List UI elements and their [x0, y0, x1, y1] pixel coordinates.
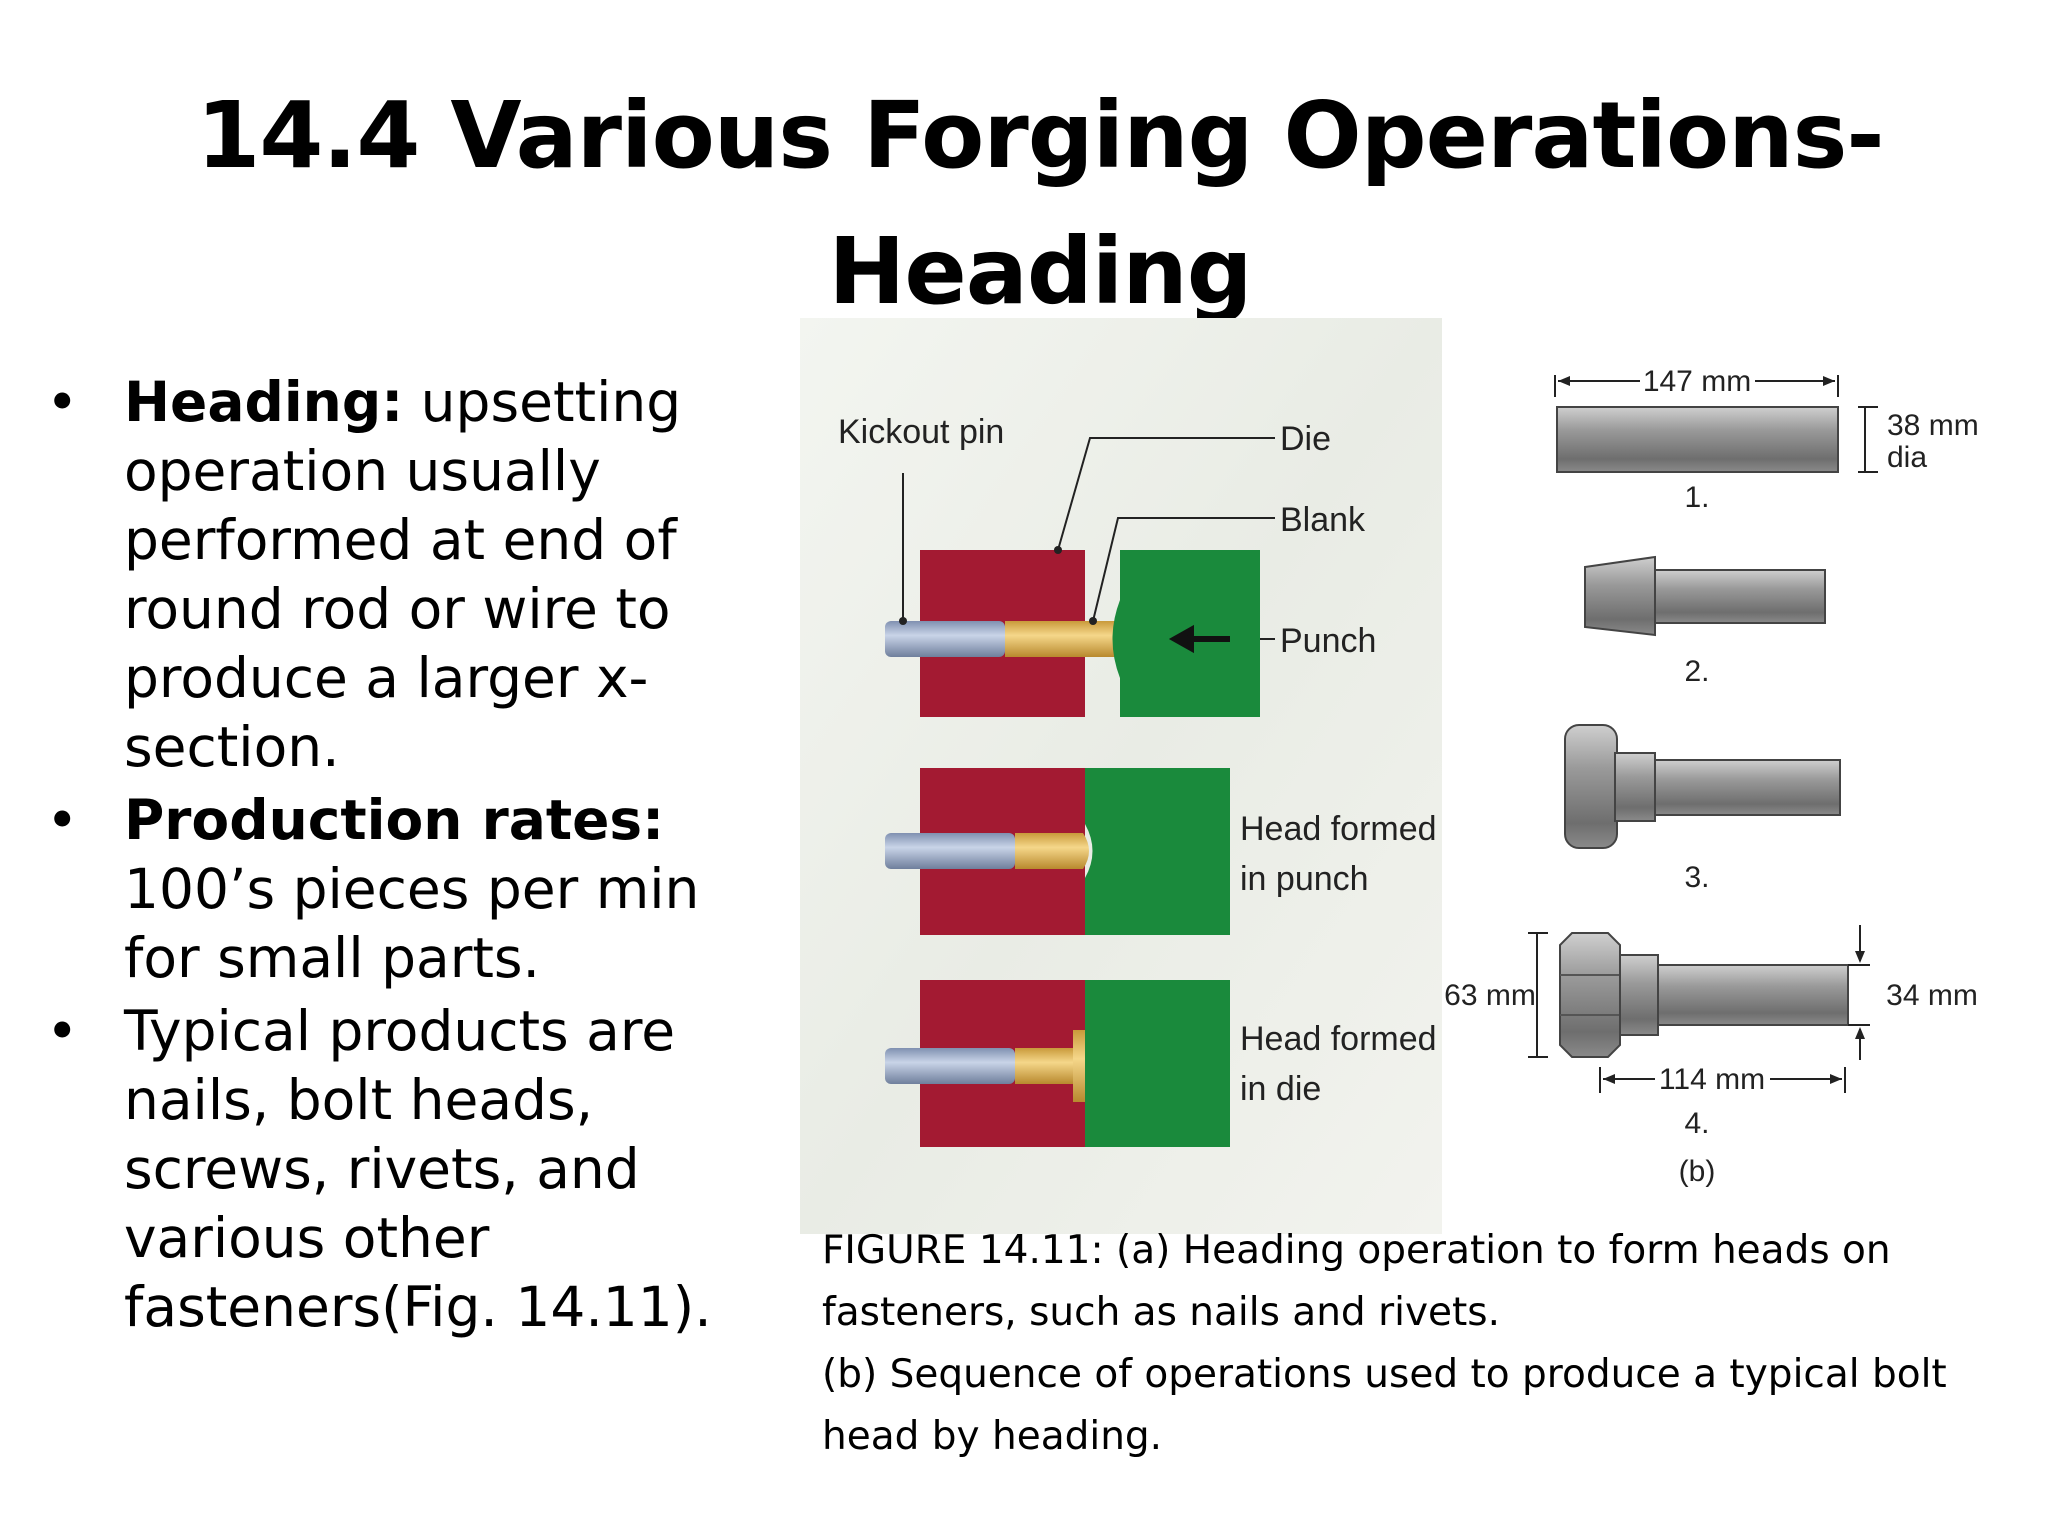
label-blank: Blank — [1280, 501, 1366, 539]
shoulder — [1614, 752, 1656, 822]
figure-caption: FIGURE 14.11: (a) Heading operation to f… — [822, 1220, 2022, 1468]
figure-b-bolt-sequence: 147 mm 38 mm dia 1. 2. 3. 63 mm — [1444, 365, 1979, 1188]
shoulder — [1619, 954, 1659, 1036]
shank — [1657, 964, 1849, 1026]
dim-dia-label: dia — [1887, 441, 1927, 474]
leader-dot — [1089, 617, 1097, 625]
slide-title-line-2: Heading — [828, 218, 1252, 325]
rod — [1584, 555, 1656, 637]
figure-a-heading-diagram: Kickout pin Die Blank Punch Head formed … — [800, 318, 1442, 1234]
rod — [1654, 569, 1826, 624]
step-label-2: 2. — [1684, 655, 1709, 688]
slide-title-line-1: 14.4 Various Forging Operations- — [196, 82, 1884, 189]
bullet-heading: • Heading: upsetting operation usually p… — [40, 368, 760, 782]
label-punch: Punch — [1280, 622, 1376, 660]
part-label-b: (b) — [1679, 1155, 1716, 1188]
stage-3: Head formed in die — [885, 980, 1437, 1147]
step-4-bolt: 63 mm 34 mm 114 mm 4. (b) — [1444, 925, 1978, 1188]
shank — [1654, 759, 1841, 816]
dim-length-147: 147 mm — [1643, 365, 1751, 398]
dim-dia-38: 38 mm — [1887, 409, 1979, 442]
label-kickout-pin: Kickout pin — [838, 413, 1004, 451]
label-die: Die — [1280, 420, 1331, 458]
bullet-dot: • — [46, 788, 79, 852]
label-head-formed-in-die-2: in die — [1240, 1070, 1321, 1108]
step-label-4: 4. — [1684, 1107, 1709, 1140]
step-1-blank: 147 mm 38 mm dia 1. — [1554, 365, 1979, 514]
label-head-formed-in-punch-2: in punch — [1240, 860, 1369, 898]
blank-head — [1073, 1030, 1085, 1102]
bullet-text: Typical products are nails, bolt heads, … — [124, 999, 712, 1339]
blank — [1005, 621, 1120, 657]
caption-line-a: FIGURE 14.11: (a) Heading operation to f… — [822, 1228, 1891, 1335]
bullet-dot: • — [46, 370, 79, 434]
step-label-1: 1. — [1684, 481, 1709, 514]
kickout-pin — [885, 621, 1005, 657]
kickout-pin — [885, 833, 1015, 869]
leader-die — [1057, 437, 1275, 551]
hex-head — [1559, 932, 1621, 1058]
step-label-3: 3. — [1684, 861, 1709, 894]
bullet-list: • Heading: upsetting operation usually p… — [40, 368, 760, 1346]
bullet-text: 100’s pieces per min for small parts. — [124, 857, 700, 990]
leader-dot — [1054, 546, 1062, 554]
label-head-formed-in-punch-1: Head formed — [1240, 810, 1437, 848]
bullet-term: Heading: — [124, 370, 404, 434]
dim-shank-34: 34 mm — [1886, 979, 1978, 1012]
head — [1564, 724, 1618, 849]
leader-dot — [899, 617, 907, 625]
bullet-production-rates: • Production rates: 100’s pieces per min… — [40, 786, 760, 993]
stage-1: Kickout pin Die Blank Punch — [838, 413, 1376, 717]
bullet-dot: • — [46, 999, 79, 1063]
step-3-head: 3. — [1564, 724, 1841, 894]
stage-2: Head formed in punch — [885, 768, 1437, 935]
caption-line-b: (b) Sequence of operations used to produ… — [822, 1352, 1947, 1459]
bullet-typical-products: • Typical products are nails, bolt heads… — [40, 997, 760, 1342]
dim-length-114: 114 mm — [1659, 1063, 1765, 1096]
arrow-icon — [1168, 624, 1230, 654]
leader-blank — [1092, 517, 1275, 622]
bullet-term: Production rates: — [124, 788, 665, 852]
blank — [1015, 1048, 1077, 1084]
punch — [1085, 980, 1230, 1147]
step-2-tapered: 2. — [1584, 555, 1826, 688]
kickout-pin — [885, 1048, 1015, 1084]
slide-title: 14.4 Various Forging Operations- Heading — [150, 68, 1930, 340]
dim-head-63: 63 mm — [1444, 979, 1536, 1012]
punch — [1085, 768, 1230, 935]
label-head-formed-in-die-1: Head formed — [1240, 1020, 1437, 1058]
bullet-text: upsetting operation usually performed at… — [124, 370, 682, 779]
blank — [1015, 833, 1089, 869]
rod — [1556, 406, 1839, 473]
